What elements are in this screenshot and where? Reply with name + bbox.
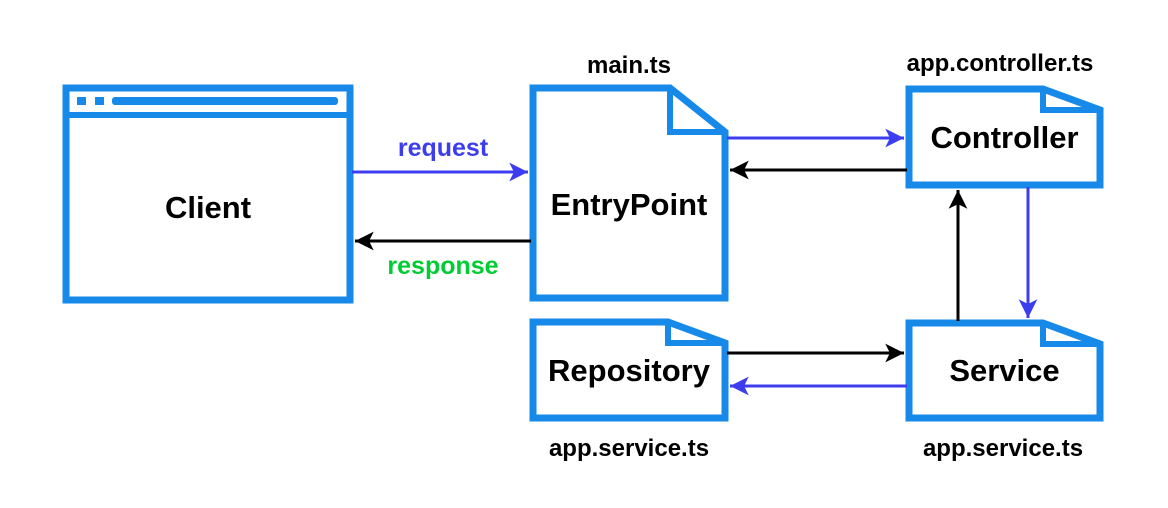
request-arrow-label: request bbox=[397, 133, 489, 162]
browser-addressbar-icon bbox=[112, 97, 338, 105]
service-node-label: Service bbox=[949, 353, 1060, 388]
browser-dot-icon bbox=[95, 97, 104, 105]
controller-node-shape bbox=[905, 85, 1104, 189]
client-node-label: Client bbox=[164, 190, 252, 225]
service-node-shape bbox=[905, 319, 1104, 422]
entrypoint-node-label: EntryPoint bbox=[550, 186, 708, 222]
service-filename-label: app.service.ts bbox=[922, 435, 1084, 462]
browser-dot-icon bbox=[77, 97, 86, 105]
entrypoint-node-shape bbox=[529, 84, 729, 302]
folded-corner-icon bbox=[1040, 89, 1100, 113]
controller-filename-label: app.controller.ts bbox=[906, 50, 1094, 77]
folded-corner-icon bbox=[1040, 323, 1100, 347]
folded-corner-icon bbox=[665, 322, 725, 346]
controller-node-label: Controller bbox=[930, 119, 1079, 155]
repository-filename-label: app.service.ts bbox=[548, 435, 710, 462]
client-node-shape bbox=[62, 84, 354, 304]
browser-frame bbox=[62, 84, 354, 304]
entrypoint-filename-label: main.ts bbox=[586, 52, 672, 79]
repository-node-shape bbox=[529, 318, 729, 422]
folded-corner-icon bbox=[667, 88, 725, 135]
repository-node-label: Repository bbox=[548, 352, 710, 388]
document-outline bbox=[529, 84, 729, 302]
response-arrow-label: response bbox=[387, 251, 499, 280]
